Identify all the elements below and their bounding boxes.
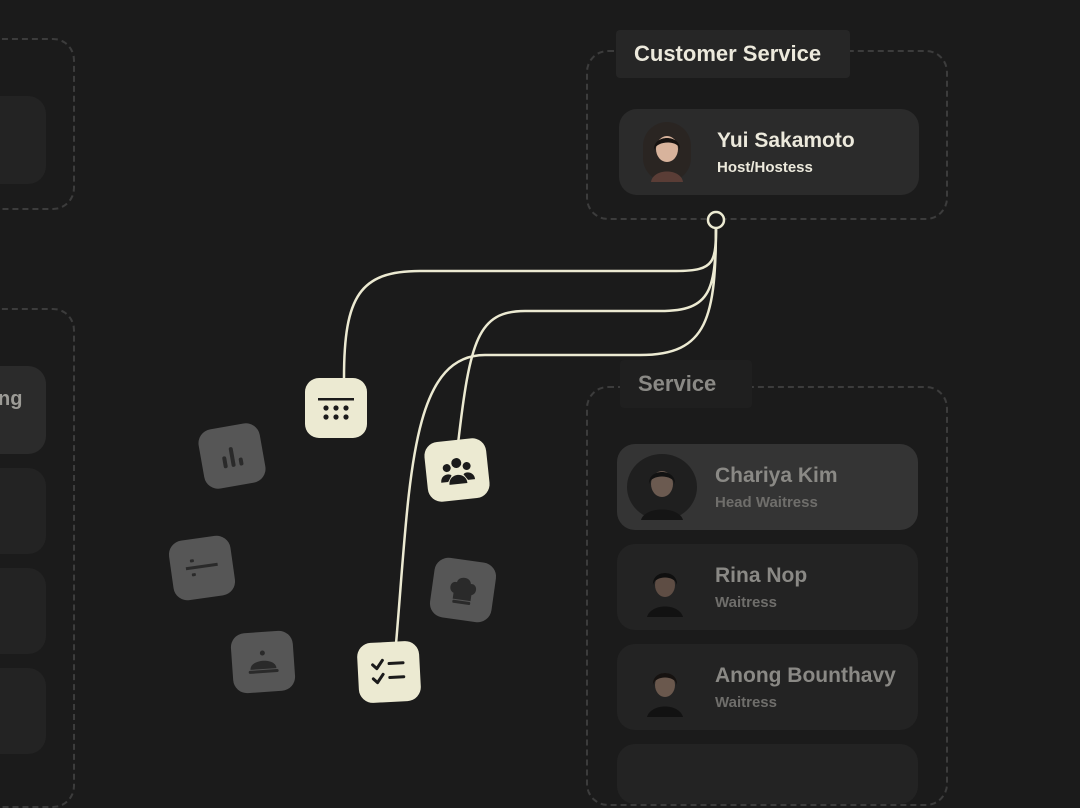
member-role: Head Waitress <box>715 494 818 511</box>
cuisine-tile[interactable] <box>428 555 498 625</box>
member-card-partial[interactable] <box>617 744 918 804</box>
checklist-tile[interactable] <box>356 640 422 704</box>
member-role: Host/Hostess <box>717 159 813 176</box>
checklist-icon <box>371 658 406 685</box>
connector-checklist <box>394 221 718 645</box>
connector-team <box>456 221 718 445</box>
connector-node <box>706 210 726 230</box>
connector-reservation <box>342 221 718 379</box>
member-card-anong[interactable]: Anong Bounthavy Waitress <box>617 644 918 730</box>
member-role: Waitress <box>715 594 777 611</box>
chef-hat-icon <box>450 577 477 605</box>
avatar <box>627 454 697 520</box>
member-card-chariya[interactable]: Chariya Kim Head Waitress <box>617 444 918 530</box>
portrait-anong <box>647 673 683 717</box>
connector-lines <box>342 210 726 645</box>
left-card-label-fragment: ng <box>0 388 23 410</box>
member-role: Waitress <box>715 694 777 711</box>
cloche-icon <box>248 650 279 674</box>
member-name: Anong Bounthavy <box>715 664 896 687</box>
serving-tile[interactable] <box>229 629 297 695</box>
left-card-4[interactable] <box>0 668 46 754</box>
team-people-icon <box>441 458 476 485</box>
left-card-3[interactable] <box>0 568 46 654</box>
member-card-yui[interactable]: Yui Sakamoto Host/Hostess <box>619 109 919 195</box>
portrait-chariya <box>641 471 683 520</box>
portrait-yui <box>643 122 691 182</box>
avatar <box>641 557 689 617</box>
analytics-tile[interactable] <box>196 421 268 491</box>
team-tile[interactable] <box>423 436 491 504</box>
left-card-2[interactable] <box>0 468 46 554</box>
portrait-rina <box>647 573 683 617</box>
member-name: Chariya Kim <box>715 464 838 487</box>
storage-tile[interactable] <box>167 533 237 603</box>
left-group-top <box>0 38 75 210</box>
fridge-icon <box>185 559 218 577</box>
avatar <box>641 657 689 717</box>
service-title: Service <box>620 360 752 408</box>
left-card-partial-label[interactable]: ng <box>0 366 46 454</box>
avatar <box>643 122 691 182</box>
calendar-grid-icon <box>318 398 354 420</box>
left-card-top[interactable] <box>0 96 46 184</box>
member-card-rina[interactable]: Rina Nop Waitress <box>617 544 918 630</box>
bar-chart-icon <box>222 447 244 469</box>
customer-service-title: Customer Service <box>616 30 850 78</box>
reservation-tile[interactable] <box>305 378 367 438</box>
member-name: Rina Nop <box>715 564 808 587</box>
member-name: Yui Sakamoto <box>717 129 855 152</box>
